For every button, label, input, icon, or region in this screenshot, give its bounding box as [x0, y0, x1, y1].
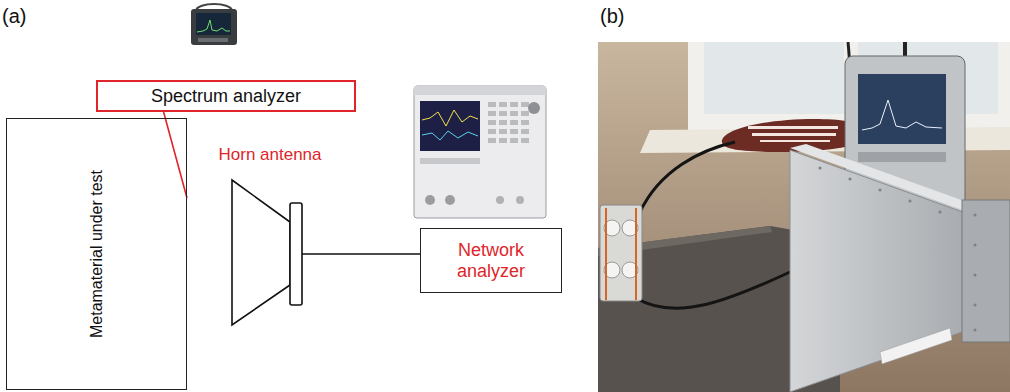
spectrum-analyzer-icon-part	[197, 20, 230, 32]
box-label: Network analyzer	[431, 240, 551, 281]
network-analyzer-icon-part-part	[521, 111, 529, 116]
network-analyzer-icon-part-part	[510, 111, 518, 116]
lab-photo-part-part	[974, 244, 977, 247]
network-analyzer-icon-part-part	[488, 102, 496, 107]
lab-photo-part-part	[974, 304, 977, 307]
lab-photo-part	[962, 200, 1010, 342]
network-analyzer-icon-part	[420, 158, 480, 164]
spectrum-analyzer-icon	[191, 4, 237, 45]
spectrum-analyzer-icon-part	[198, 38, 228, 42]
lab-photo-part-part	[879, 189, 882, 192]
network-analyzer-icon-part	[414, 86, 546, 218]
network-analyzer-icon-part	[414, 86, 546, 95]
network-analyzer-icon	[414, 86, 546, 218]
network-analyzer-icon-part-part	[521, 138, 529, 143]
panel-label: (a)	[2, 5, 26, 28]
lab-photo-part	[858, 74, 946, 144]
network-analyzer-icon-part-part	[521, 129, 529, 134]
sample-box: Metamaterial under test	[6, 118, 187, 390]
lab-photo-part-part	[909, 200, 912, 203]
network-analyzer-icon-part	[422, 110, 478, 126]
lab-photo-part	[748, 126, 838, 129]
network-analyzer-icon-part-part	[488, 120, 496, 125]
spectrum-analyzer-icon-part	[196, 13, 231, 35]
lab-photo-part	[880, 328, 952, 364]
lab-photo-part-part	[974, 329, 977, 332]
network-analyzer-icon-part-part	[488, 138, 496, 143]
instrument-box: Network analyzer	[420, 228, 562, 293]
lab-photo-part	[752, 133, 836, 136]
lab-photo-part	[636, 272, 790, 308]
network-analyzer-icon-part-part	[499, 102, 507, 107]
lab-photo-part	[858, 152, 946, 162]
lab-photo-part	[862, 100, 942, 130]
connector	[164, 112, 187, 198]
lab-photo-part	[790, 150, 968, 392]
antenna-label: Horn antenna	[203, 145, 337, 165]
network-analyzer-icon-part	[445, 195, 455, 205]
lab-photo-part	[640, 142, 735, 212]
lab-photo-part	[606, 208, 636, 300]
lab-photo-part-part	[849, 178, 852, 181]
network-analyzer-icon-part-part	[488, 129, 496, 134]
network-analyzer-icon-part-part	[499, 138, 507, 143]
box-label: Spectrum analyzer	[151, 86, 301, 107]
network-analyzer-icon-part-part	[510, 120, 518, 125]
lab-photo-part	[600, 205, 642, 301]
spectrum-analyzer-icon-part	[191, 9, 237, 45]
horn-flare	[232, 180, 290, 325]
lab-photo-part-part	[974, 274, 977, 277]
lab-photo-part	[704, 42, 844, 114]
network-analyzer-icon-part	[425, 195, 435, 205]
lab-photo-part	[598, 42, 1010, 392]
network-analyzer-icon-part-part	[488, 111, 496, 116]
lab-photo-part-part	[974, 214, 977, 217]
network-analyzer-icon-part	[422, 131, 478, 140]
connector	[302, 253, 420, 255]
network-analyzer-icon-part-part	[499, 111, 507, 116]
lab-photo-part-part	[939, 211, 942, 214]
network-analyzer-icon-part-part	[499, 129, 507, 134]
horn-waveguide	[290, 203, 302, 305]
box-label: Metamaterial under test	[87, 170, 105, 338]
network-analyzer-icon-part-part	[521, 102, 529, 107]
lab-photo-part	[790, 144, 978, 212]
network-analyzer-icon-part-part	[510, 102, 518, 107]
network-analyzer-icon-part	[516, 196, 524, 204]
network-analyzer-icon-part-part	[510, 129, 518, 134]
lab-photo-part-part	[819, 167, 822, 170]
lab-photo	[598, 42, 1010, 392]
network-analyzer-icon-part-part	[499, 120, 507, 125]
panel-label: (b)	[600, 5, 624, 28]
lab-photo-part	[760, 140, 830, 142]
network-analyzer-icon-part	[488, 102, 529, 143]
network-analyzer-icon-part-part	[510, 138, 518, 143]
network-analyzer-icon-part	[420, 101, 480, 151]
lab-photo-part	[819, 167, 977, 332]
network-analyzer-icon-part	[496, 196, 504, 204]
horn-antenna-symbol	[205, 145, 335, 330]
network-analyzer-icon-part	[528, 102, 540, 114]
network-analyzer-icon-part-part	[521, 120, 529, 125]
instrument-box: Spectrum analyzer	[96, 80, 356, 112]
horn-antenna: Horn antenna	[203, 145, 337, 330]
